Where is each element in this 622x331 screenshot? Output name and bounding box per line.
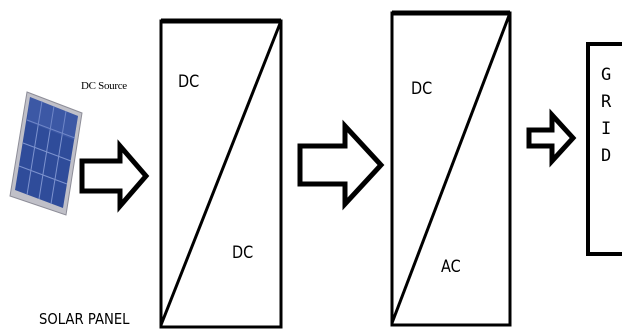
converter2-input-label: DC xyxy=(411,79,433,99)
grid-letter: I xyxy=(601,119,612,139)
arrow-right-icon xyxy=(526,108,577,168)
grid-box xyxy=(586,42,622,256)
grid-letter: G xyxy=(601,65,612,85)
converter1-output-label: DC xyxy=(232,243,254,263)
converter-dc-ac-box xyxy=(390,10,512,327)
arrow-right-icon xyxy=(79,139,150,213)
grid-label: G R I D xyxy=(601,62,611,170)
converter2-output-label: AC xyxy=(441,257,461,277)
arrow-right-icon xyxy=(297,119,385,211)
solar-panel-label: SOLAR PANEL xyxy=(39,310,130,328)
converter-dc-dc-box xyxy=(159,18,283,329)
converter1-input-label: DC xyxy=(178,72,200,92)
grid-letter: D xyxy=(601,146,612,166)
dc-source-label: DC Source xyxy=(81,80,127,92)
grid-letter: R xyxy=(601,92,612,112)
solar-panel-image xyxy=(9,91,83,216)
